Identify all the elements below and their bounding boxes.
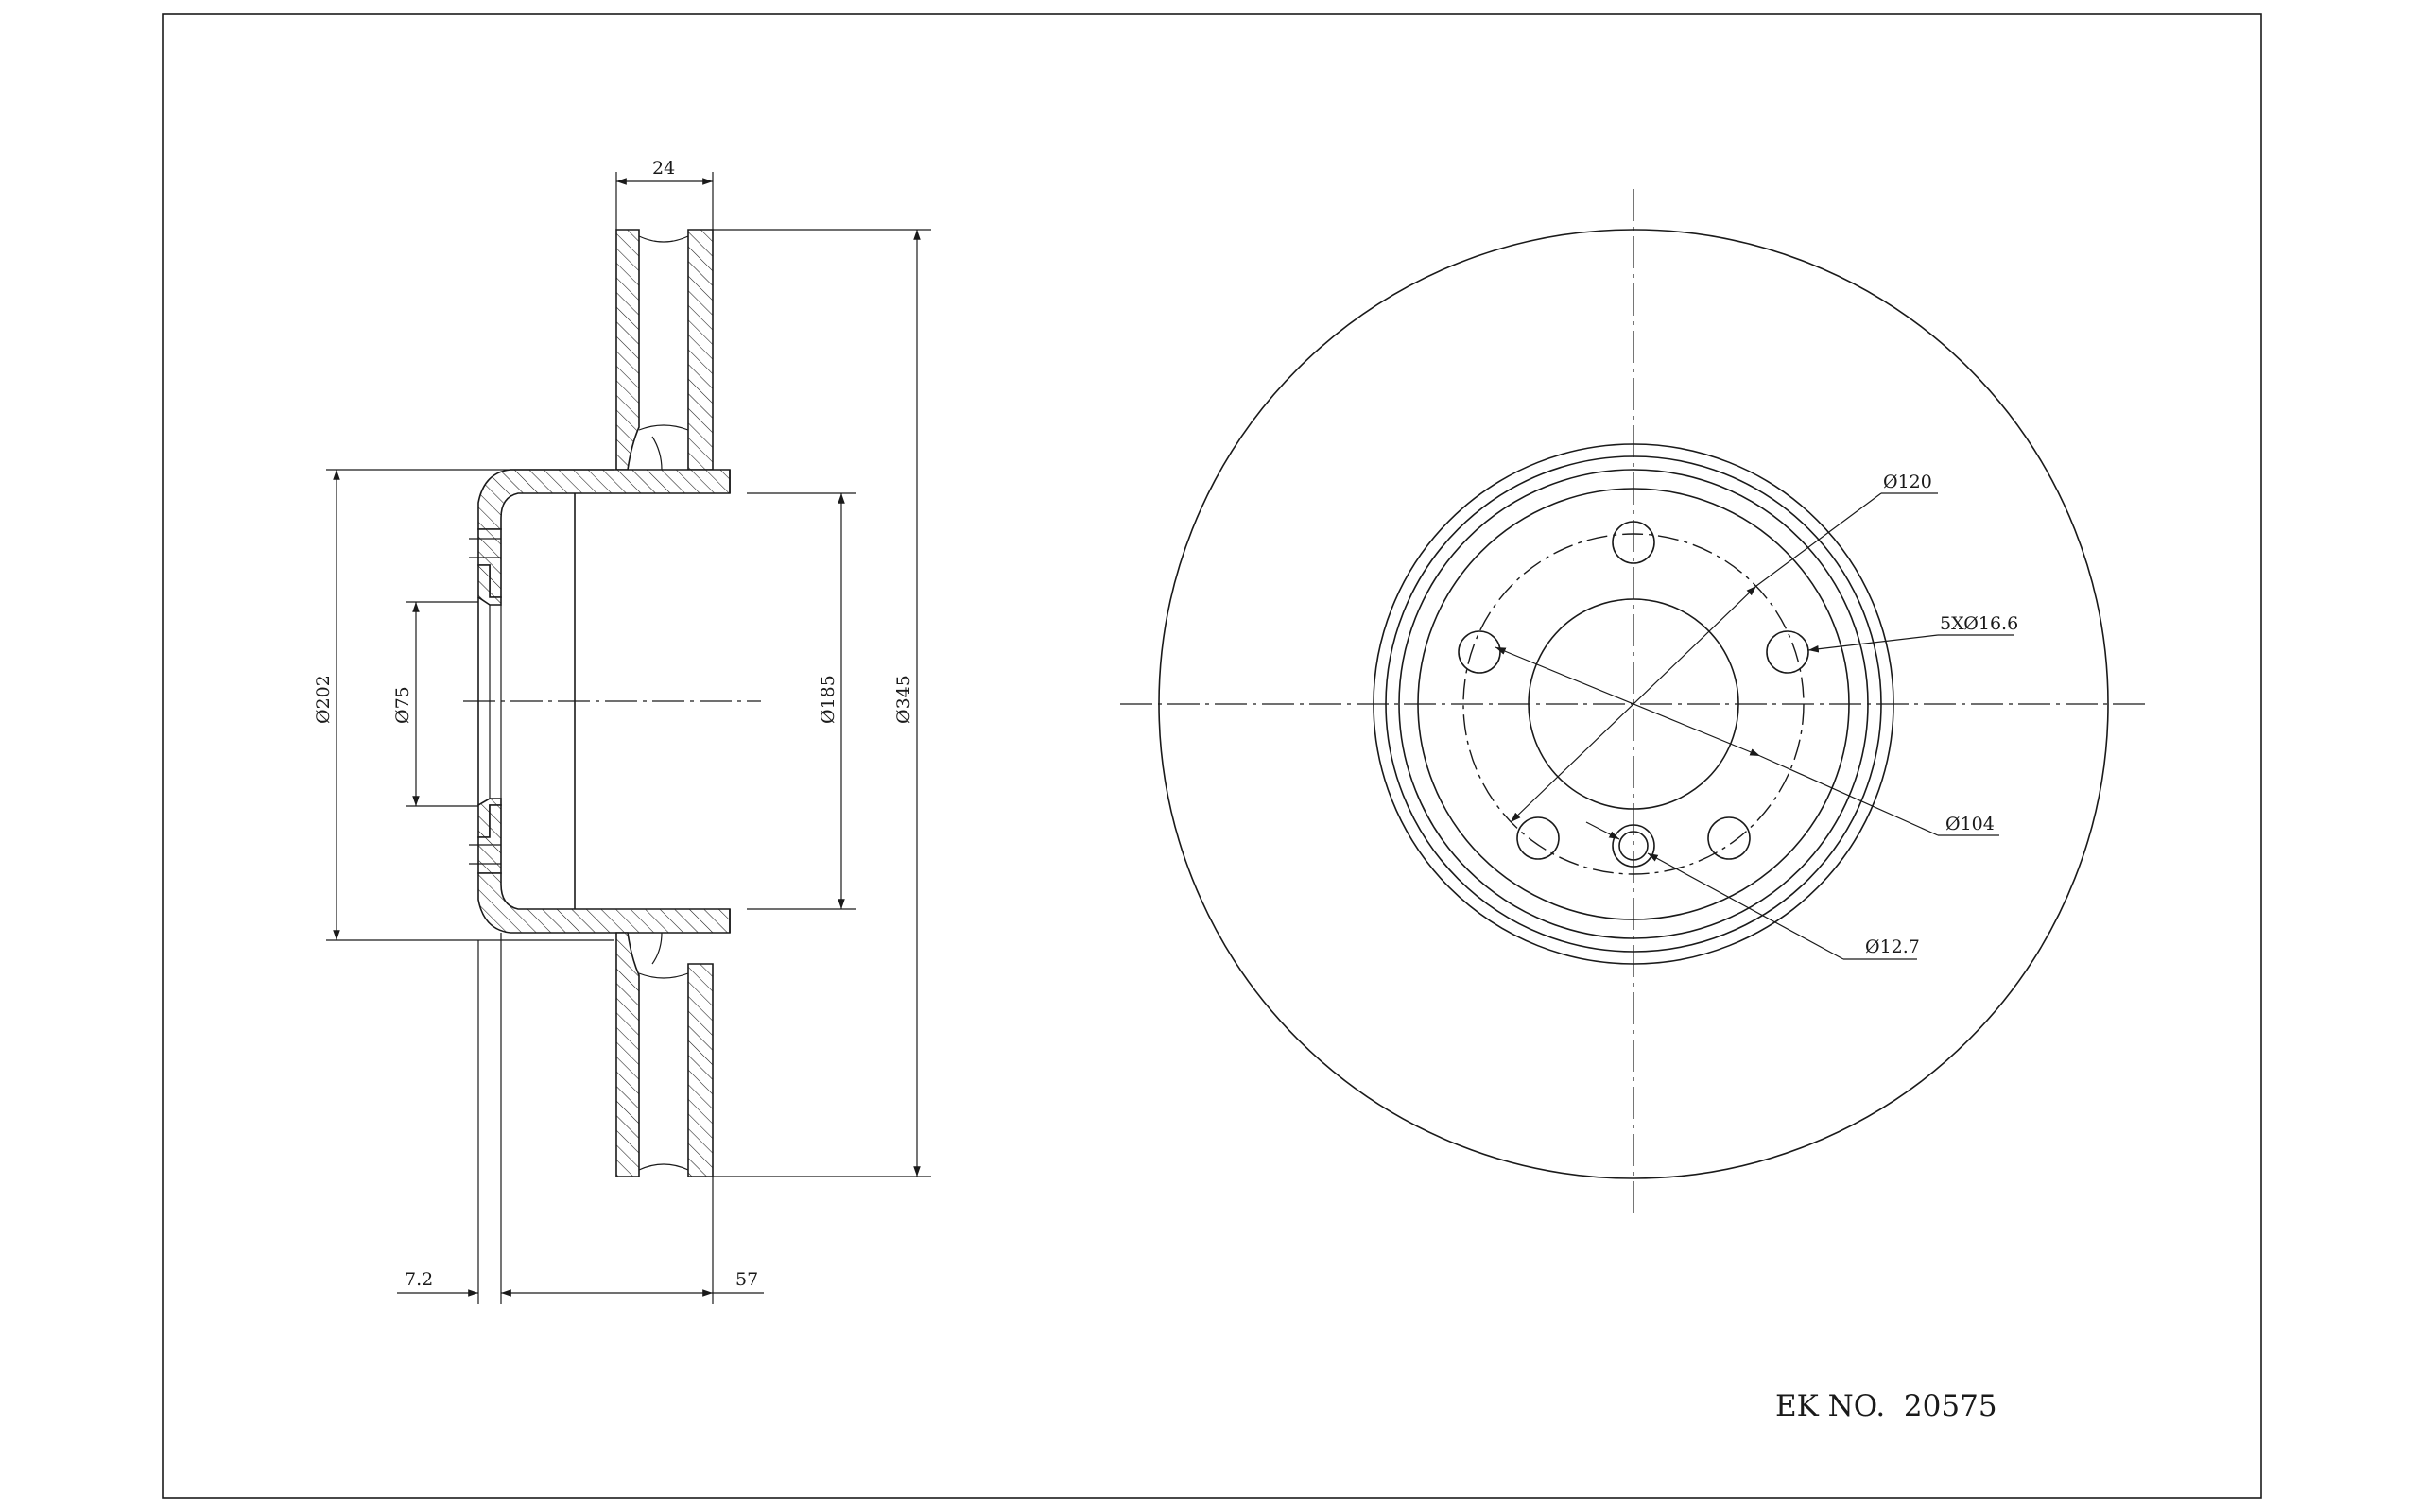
upper-vent-arc-bottom [638, 424, 689, 431]
lower-vent-arc-top [638, 972, 689, 979]
outer-disc-circle [1158, 229, 2109, 1179]
bolt-hole-lower-left [1516, 816, 1560, 860]
bolt-hole-top [1612, 521, 1655, 564]
upper-inner-plate [687, 229, 714, 471]
lower-vent-arc-bottom [638, 1163, 689, 1171]
bolt-hole-left [1458, 630, 1501, 674]
dim-small-hole-label: Ø12.7 [1865, 936, 1920, 957]
part-number-label: EK NO. 20575 [1775, 1389, 1997, 1423]
lower-vent-curve [651, 932, 663, 965]
front-view: Ø120 5XØ16.6 Ø104 Ø12.7 [1120, 189, 2151, 1219]
dim-hat-dia-label: Ø185 [818, 675, 838, 724]
dim-pcd-label: Ø120 [1883, 472, 1932, 492]
dim-inner-dia-label: Ø104 [1945, 814, 1995, 834]
dim-offset-small-label: 7.2 [405, 1269, 433, 1290]
dim-bolt-holes-label: 5XØ16.6 [1940, 613, 2018, 634]
locating-hole-outer [1612, 824, 1655, 868]
upper-outer-plate [615, 229, 640, 471]
leader-inner-dia [1495, 646, 1761, 757]
dim-outer-dia-label: Ø345 [893, 675, 914, 724]
hat-ring-2 [1385, 455, 1882, 953]
hub-step-upper [477, 564, 502, 606]
locating-hole-inner [1618, 831, 1649, 861]
upper-vent-arc-top [638, 235, 689, 243]
pcd-circle [1462, 533, 1805, 875]
drawing-frame [162, 13, 2262, 1499]
dim-height-label: 57 [735, 1269, 758, 1290]
dim-hub-dia-label: Ø202 [313, 675, 334, 724]
hat-lower-wall [477, 872, 731, 934]
lower-inner-plate [687, 963, 714, 1177]
dim-bore-dia-label: Ø75 [392, 686, 413, 724]
hat-ring-3 [1398, 469, 1869, 939]
upper-vent-curve [651, 436, 663, 471]
bolt-hole-lower-right [1707, 816, 1751, 860]
dim-thickness-label: 24 [652, 158, 675, 179]
leader-bolt-holes [1807, 634, 1939, 653]
hat-ring-outer [1373, 443, 1894, 965]
leader-small-hole [1585, 821, 1620, 840]
section-view: 24 Ø345 Ø185 Ø202 Ø75 7.2 57 [313, 158, 931, 1304]
hat-upper-wall [477, 469, 731, 530]
hat-ring-inner [1417, 488, 1850, 920]
bolt-hole-right [1766, 630, 1809, 674]
lower-outer-plate [615, 932, 640, 1177]
